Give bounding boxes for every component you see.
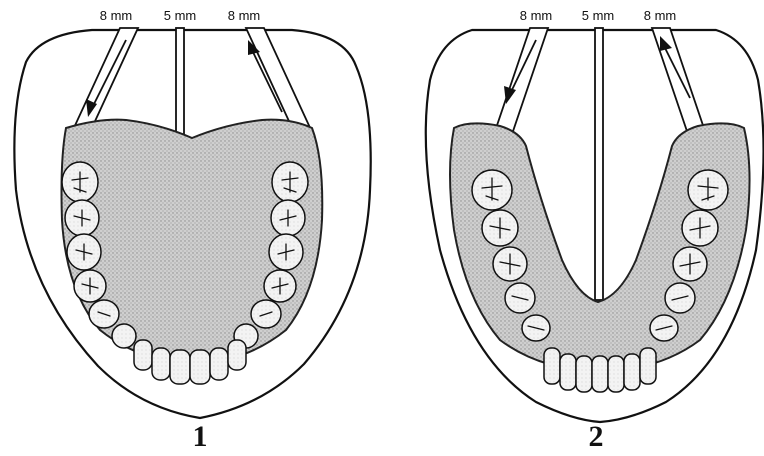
measurement-label-right: 8 mm bbox=[644, 8, 677, 23]
measurement-label-center: 5 mm bbox=[164, 8, 197, 23]
measurement-label-center: 5 mm bbox=[582, 8, 615, 23]
measurement-label-left: 8 mm bbox=[100, 8, 133, 23]
figure-label: 1 bbox=[193, 420, 208, 453]
figure-label: 2 bbox=[589, 420, 604, 453]
measurement-label-right: 8 mm bbox=[228, 8, 261, 23]
measurement-label-left: 8 mm bbox=[520, 8, 553, 23]
figure-2: 8 mm 5 mm 8 mm 2 bbox=[426, 8, 764, 453]
figure-1: 8 mm 5 mm 8 mm 1 bbox=[14, 8, 370, 453]
